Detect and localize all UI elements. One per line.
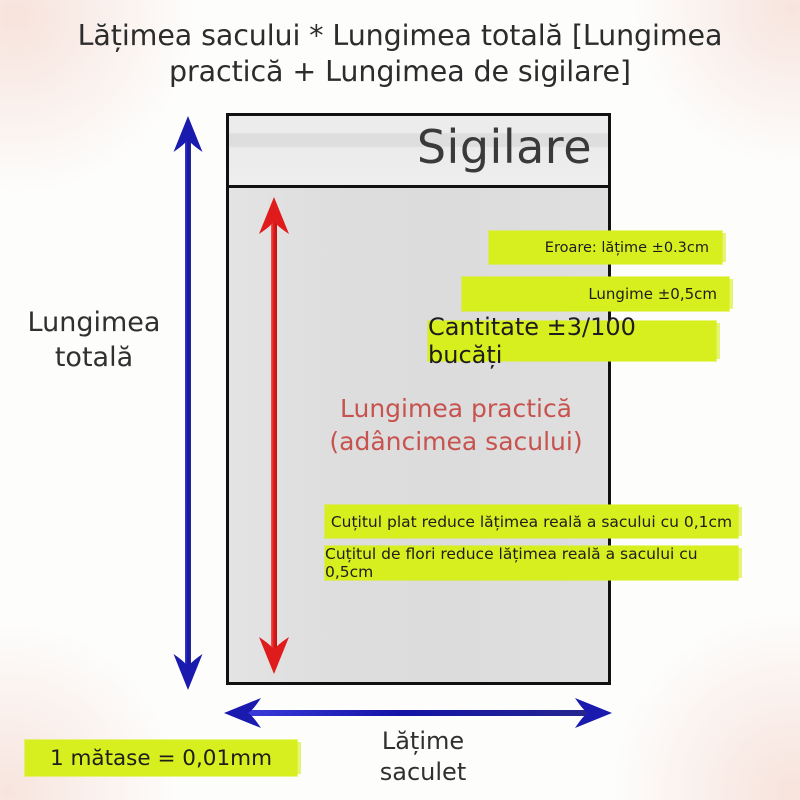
page-title: Lățimea sacului * Lungimea totală [Lungi… bbox=[77, 19, 723, 89]
note-length-tolerance: Lungime ±0,5cm bbox=[462, 277, 733, 311]
seal-label: Sigilare bbox=[416, 120, 592, 174]
bag-width-label: Lățime saculet bbox=[338, 726, 508, 787]
bag-width-label-line2: saculet bbox=[379, 757, 467, 786]
note-silk-unit: 1 mătase = 0,01mm bbox=[25, 740, 301, 776]
note-flat-knife: Cuțitul plat reduce lățimea reală a sacu… bbox=[325, 505, 742, 538]
practical-length-label-line1: Lungimea practică bbox=[339, 394, 573, 423]
total-length-label: Lungimea totală bbox=[8, 305, 180, 375]
bag-width-label-line1: Lățime bbox=[381, 727, 465, 755]
practical-length-label: Lungimea practică (adâncimea sacului) bbox=[296, 392, 616, 459]
total-length-arrow bbox=[173, 116, 203, 690]
bag-width-arrow bbox=[224, 698, 612, 728]
note-quantity-tolerance: Cantitate ±3/100 bucăți bbox=[428, 313, 720, 369]
practical-length-label-line2: (adâncimea sacului) bbox=[329, 427, 583, 457]
total-length-label-line1: Lungimea bbox=[27, 307, 161, 338]
bag-seal-flap: Sigilare bbox=[229, 116, 608, 188]
note-width-tolerance: Eroare: lățime ±0.3cm bbox=[489, 231, 726, 264]
note-flower-knife: Cuțitul de flori reduce lățimea reală a … bbox=[325, 545, 742, 581]
total-length-label-line2: totală bbox=[54, 342, 134, 374]
